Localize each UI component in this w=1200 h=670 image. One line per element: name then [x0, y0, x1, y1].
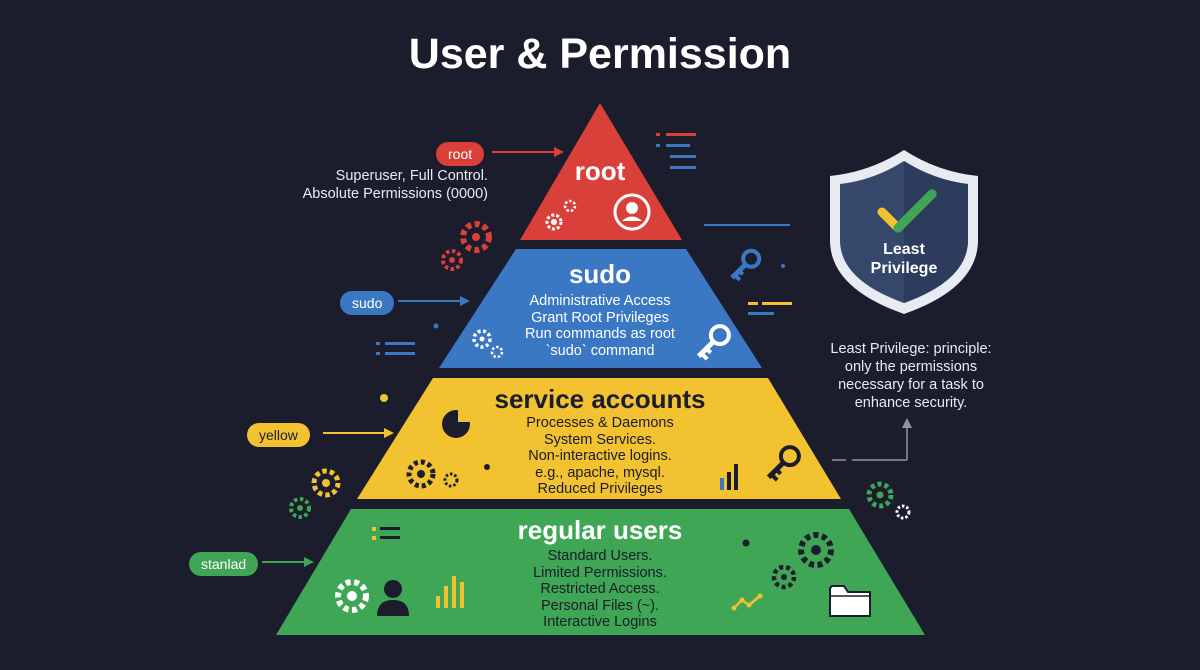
lp-note-line: Least Privilege: principle: — [830, 341, 992, 357]
least-privilege-connector — [832, 418, 912, 461]
tier-sudo-line: `sudo` command — [545, 342, 655, 359]
service-pill: yellow — [247, 423, 310, 447]
gear-icon — [460, 221, 492, 253]
lp-note-line: enhance security. — [854, 395, 968, 411]
tier-sudo-line: Administrative Access — [529, 293, 671, 309]
checkmark-icon — [877, 189, 937, 233]
dot — [742, 539, 750, 547]
list-lines-icon — [376, 342, 415, 355]
tier-service-line: Reduced Privileges — [537, 481, 663, 497]
tier-regular-line: Standard Users. — [547, 548, 653, 564]
gear-icon — [545, 213, 563, 231]
gear-icon — [335, 579, 369, 613]
bar-chart-icon — [720, 464, 738, 490]
gear-icon — [771, 564, 797, 590]
root-arrow — [492, 147, 564, 157]
tier-root-shape — [520, 103, 682, 240]
tier-service-title: service accounts — [494, 384, 706, 414]
root-note-line: Absolute Permissions (0000) — [302, 186, 488, 202]
regular-pill: stanlad — [189, 552, 259, 576]
user-icon — [613, 193, 651, 231]
gear-icon — [289, 497, 311, 519]
dot — [781, 264, 785, 268]
badge-line: Privilege — [870, 260, 938, 277]
list-lines-icon — [372, 527, 400, 540]
tier-regular-line: Restricted Access. — [540, 581, 660, 597]
gear-icon — [441, 249, 463, 271]
tier-sudo-shape — [439, 249, 762, 368]
gear-icon — [311, 468, 341, 498]
user-icon — [377, 580, 409, 616]
sudo-arrow — [398, 296, 470, 306]
dot — [433, 323, 439, 329]
root-note: Superuser, Full Control. Absolute Permis… — [250, 167, 488, 203]
tier-regular-lines: Standard Users. Limited Permissions. Res… — [470, 548, 730, 631]
tier-regular-line: Personal Files (~). — [540, 597, 660, 614]
tier-sudo-line: Run commands as root — [525, 326, 675, 342]
gear-icon — [798, 532, 834, 568]
tier-regular-title: regular users — [517, 515, 683, 545]
list-lines-icon — [748, 302, 792, 315]
tier-service-line: Non-interactive logins. — [528, 448, 672, 464]
key-icon — [696, 324, 731, 361]
gear-icon — [563, 199, 577, 213]
root-pill: root — [436, 142, 485, 166]
list-lines-icon — [656, 133, 696, 169]
lp-note-line: necessary for a task to — [838, 377, 984, 393]
shield-icon — [830, 150, 978, 314]
tier-service-line: System Services. — [544, 431, 656, 448]
tier-sudo-line: Grant Root Privileges — [531, 309, 669, 326]
tier-sudo-title: sudo — [568, 259, 632, 289]
tier-service-line: Processes & Daemons — [526, 415, 674, 431]
tier-sudo-lines: Administrative Access Grant Root Privile… — [480, 293, 720, 359]
tier-service-shape — [357, 378, 841, 499]
root-note-line: Superuser, Full Control. — [335, 168, 488, 184]
least-privilege-note: Least Privilege: principle: only the per… — [781, 340, 1041, 412]
lp-note-line: only the permissions — [844, 359, 978, 375]
line-chart-icon — [731, 593, 763, 611]
tier-regular-line: Interactive Logins — [543, 614, 657, 630]
tier-regular-line: Limited Permissions. — [533, 564, 667, 581]
regular-arrow — [262, 557, 314, 567]
page-title: User & Permission — [408, 30, 792, 78]
dot — [804, 408, 812, 416]
pie-chart-icon — [442, 410, 470, 438]
gear-icon — [866, 481, 894, 509]
gear-icon — [895, 504, 911, 520]
tier-root-title: root — [574, 156, 626, 186]
service-arrow — [323, 428, 394, 438]
dot — [380, 394, 388, 402]
bar-chart-icon — [436, 576, 464, 608]
dot — [484, 464, 490, 470]
tier-service-lines: Processes & Daemons System Services. Non… — [470, 415, 730, 498]
key-icon — [766, 445, 801, 482]
least-privilege-badge: Least Privilege — [844, 240, 964, 278]
gear-icon — [490, 345, 504, 359]
gear-icon — [472, 329, 492, 349]
gear-icon — [406, 459, 436, 489]
tier-service-line: e.g., apache, mysql. — [535, 464, 665, 481]
folder-icon — [829, 585, 871, 617]
dot — [861, 571, 867, 577]
key-icon — [730, 248, 762, 282]
badge-line: Least — [883, 241, 925, 258]
gear-icon — [443, 472, 459, 488]
sudo-pill: sudo — [340, 291, 395, 315]
